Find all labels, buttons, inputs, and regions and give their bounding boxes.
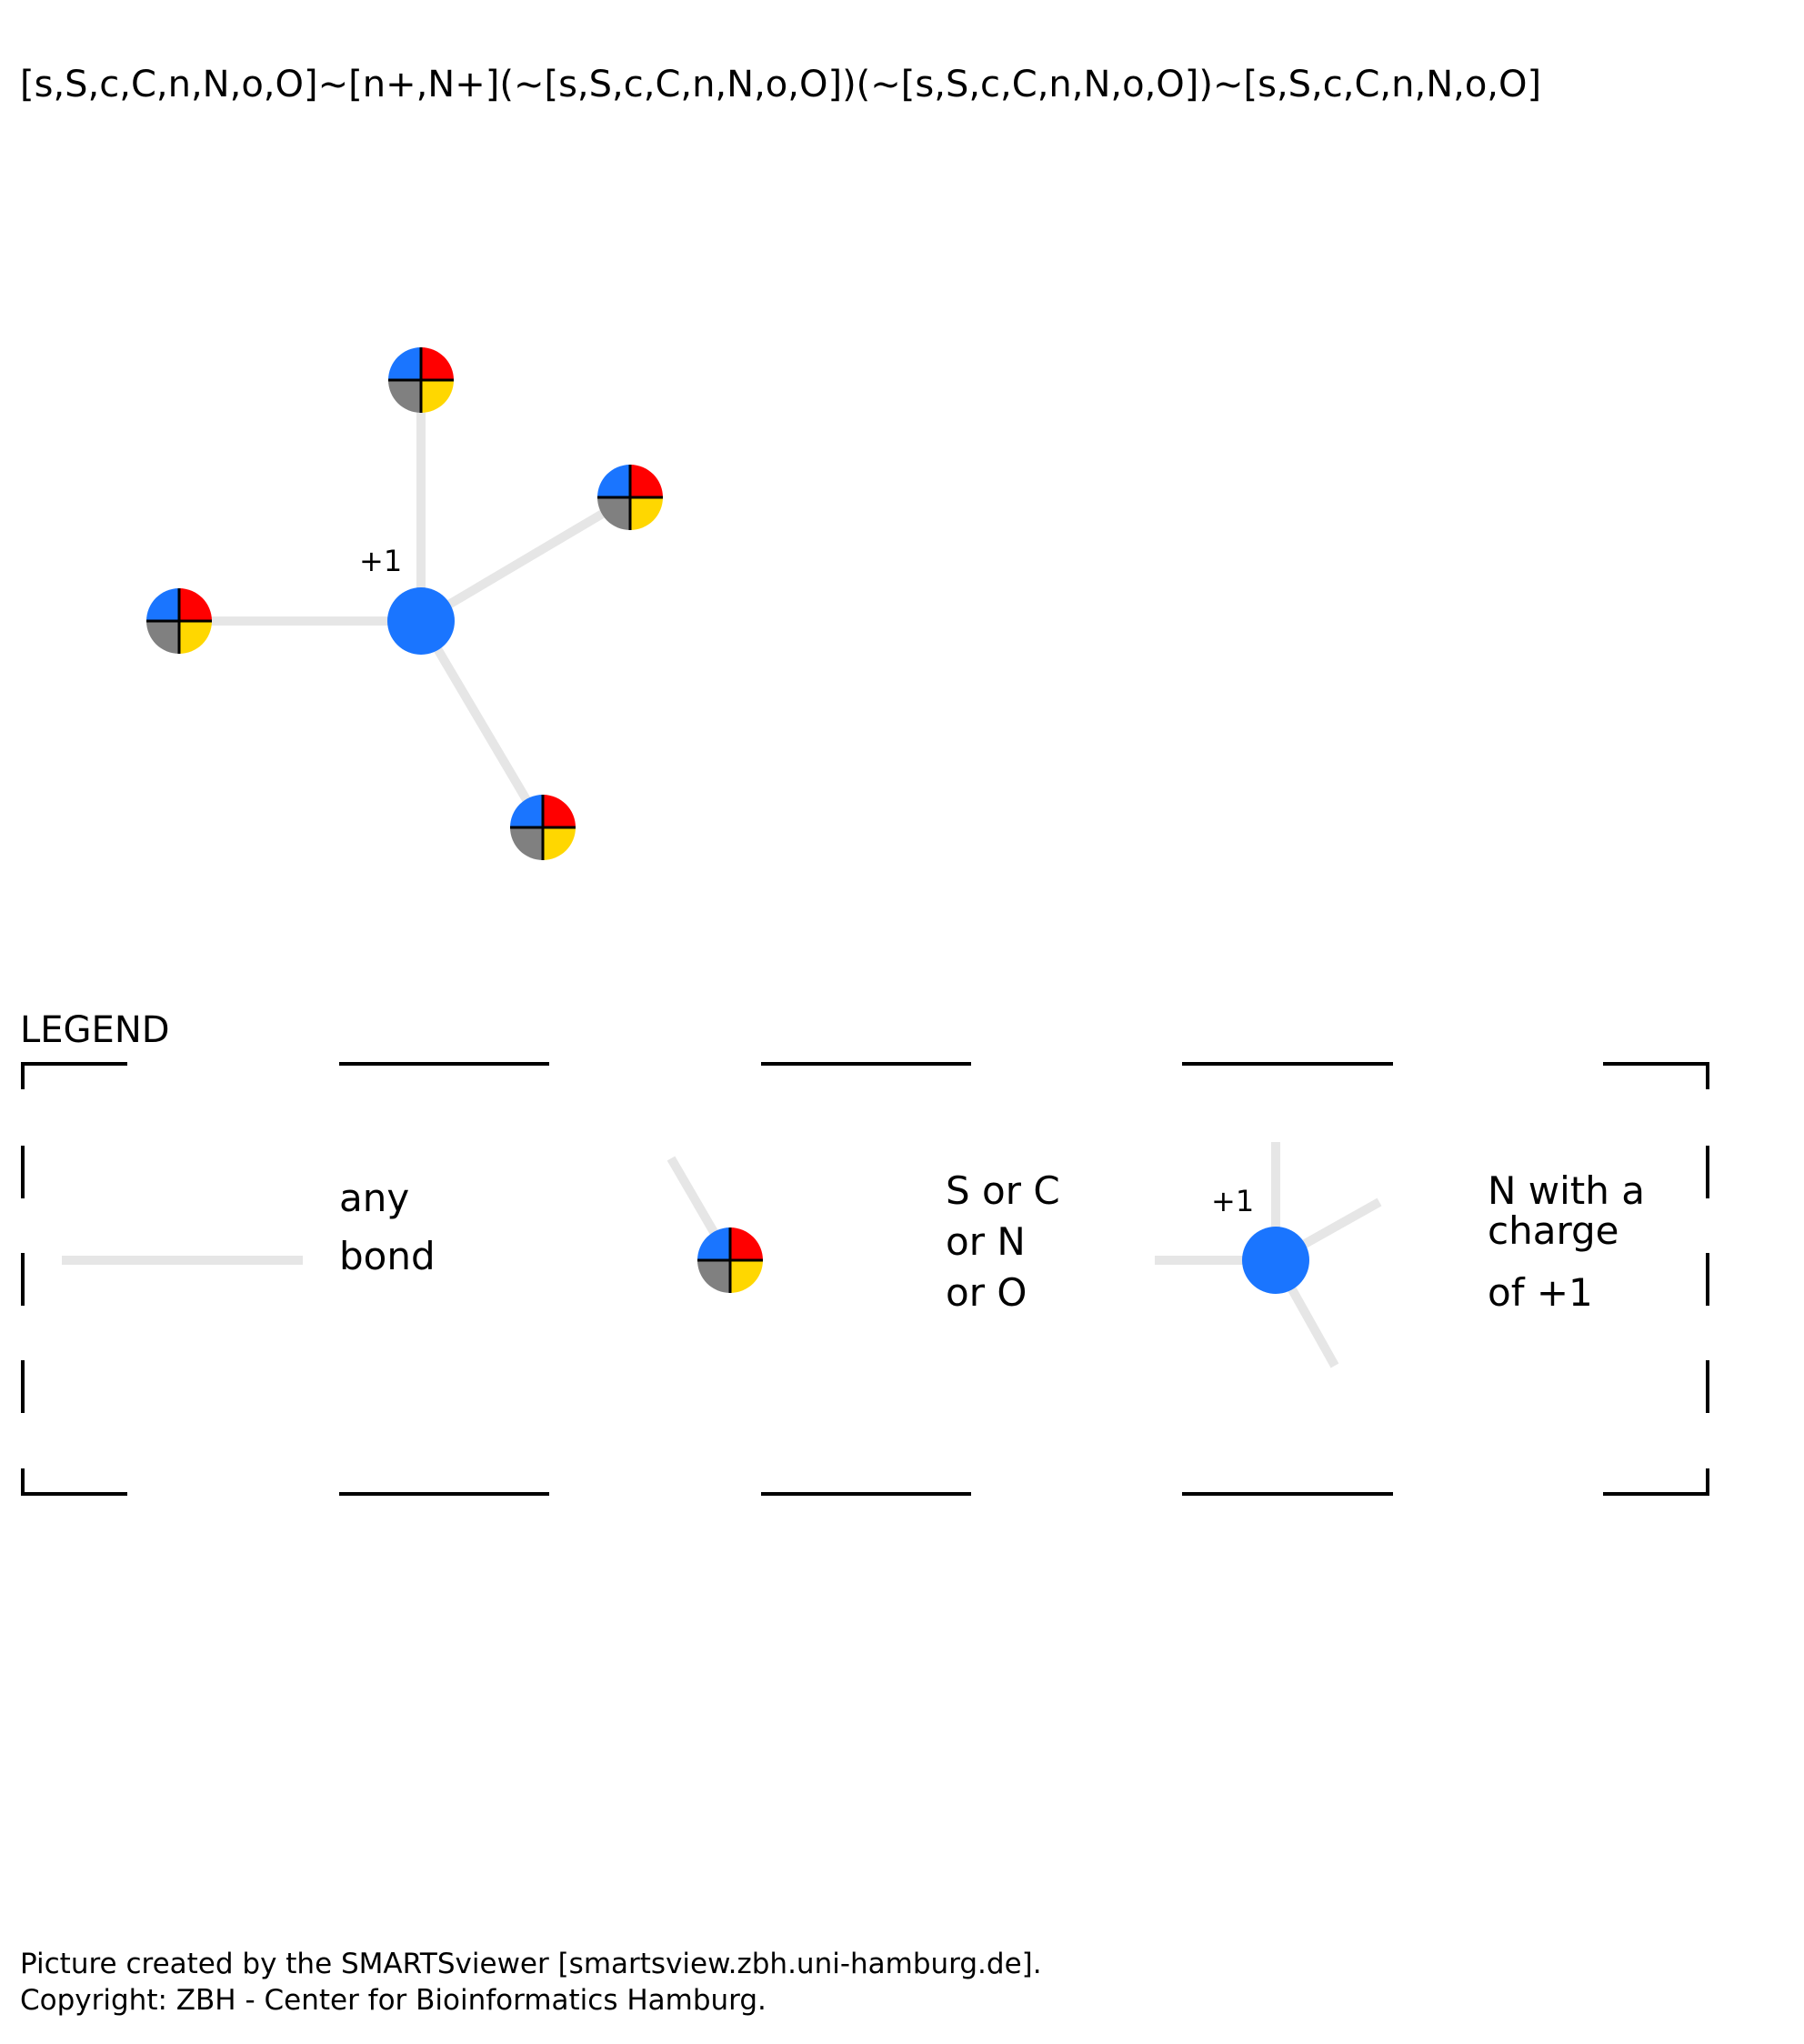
atom-lower-right	[510, 795, 576, 860]
footer-credit: Picture created by the SMARTSviewer [sma…	[20, 1948, 1042, 1980]
legend-label-line: or O	[946, 1270, 1027, 1315]
central-atom-charge: +1	[359, 544, 402, 578]
quadrant-top-right	[543, 795, 576, 827]
quadrant-top-left	[597, 465, 630, 497]
quadrant-bottom-right	[630, 497, 663, 530]
footer: Picture created by the SMARTSviewer [sma…	[20, 1946, 1042, 2019]
legend-title: LEGEND	[20, 1009, 170, 1051]
legend-any-bond-label: any bond	[339, 1176, 436, 1278]
legend-item-multi-atom: S or C or N or O	[666, 1156, 1072, 1315]
quadrant-bottom-left	[146, 621, 179, 654]
quadrant-top-right	[421, 347, 454, 380]
quadrant-top-right	[730, 1227, 763, 1260]
molecule-atoms: +1	[146, 347, 663, 860]
quadrant-top-left	[146, 588, 179, 621]
quadrant-bottom-right	[730, 1260, 763, 1293]
quadrant-bottom-left	[697, 1260, 730, 1293]
legend-label-line: charge	[1488, 1208, 1619, 1253]
quadrant-top-right	[179, 588, 212, 621]
legend-item-charged-nitrogen: +1 N with a charge of +1	[1155, 1142, 1657, 1368]
legend-label-line: bond	[339, 1234, 436, 1278]
quadrant-top-left	[697, 1227, 730, 1260]
quadrant-bottom-right	[421, 380, 454, 413]
legend-multi-atom-label: S or C or N or O	[946, 1168, 1072, 1315]
legend-multi-atom	[697, 1227, 763, 1293]
quadrant-bottom-left	[597, 497, 630, 530]
quadrant-bottom-left	[388, 380, 421, 413]
atom-left	[146, 588, 212, 654]
smarts-string: [s,S,c,C,n,N,o,O]~[n+,N+](~[s,S,c,C,n,N,…	[20, 64, 1542, 105]
legend-charged-nitrogen-label: N with a charge of +1	[1488, 1168, 1657, 1315]
legend-label-line: any	[339, 1176, 409, 1220]
molecule-bonds	[179, 380, 633, 830]
footer-copyright: Copyright: ZBH - Center for Bioinformati…	[20, 1984, 767, 2017]
atom-upper-right	[597, 465, 663, 530]
legend-label-line: S or C	[946, 1168, 1060, 1213]
quadrant-bottom-right	[543, 827, 576, 860]
quadrant-top-left	[510, 795, 543, 827]
legend-frame	[21, 1062, 1709, 1496]
legend-label-line: N with a	[1488, 1168, 1645, 1213]
quadrant-top-left	[388, 347, 421, 380]
central-nitrogen-atom	[387, 587, 455, 655]
atom-top	[388, 347, 454, 413]
bond-lower-right	[416, 618, 547, 830]
legend-nitrogen-charge: +1	[1211, 1184, 1254, 1218]
legend-item-any-bond: any bond	[62, 1176, 436, 1278]
bond-upper-right	[418, 493, 633, 626]
legend-label-line: of +1	[1488, 1270, 1593, 1315]
legend-label-line: or N	[946, 1219, 1026, 1264]
quadrant-top-right	[630, 465, 663, 497]
quadrant-bottom-left	[510, 827, 543, 860]
legend-nitrogen-atom	[1242, 1227, 1309, 1294]
quadrant-bottom-right	[179, 621, 212, 654]
